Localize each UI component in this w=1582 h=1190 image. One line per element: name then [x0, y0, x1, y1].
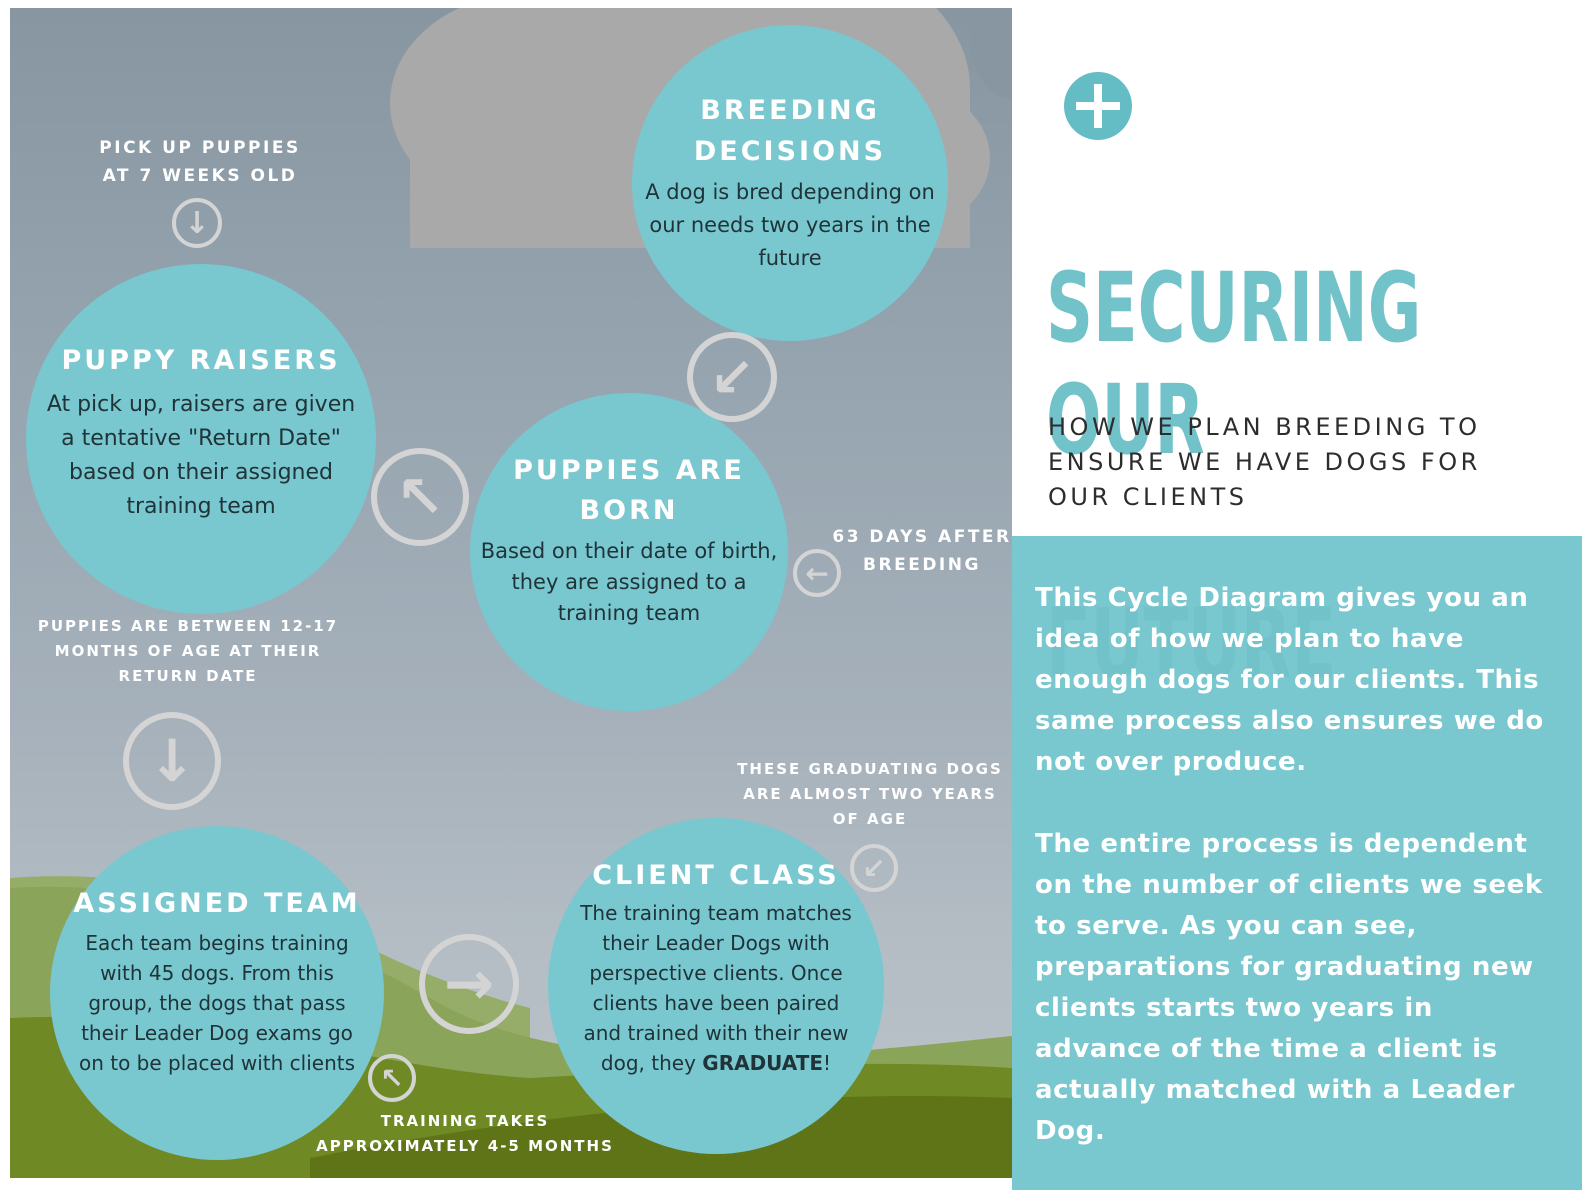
stage-title: ASSIGNED TEAM: [73, 888, 361, 919]
paragraph-line: preparations for graduating new: [1035, 952, 1534, 982]
note-graduating-age: THESE GRADUATING DOGS ARE ALMOST TWO YEA…: [722, 757, 1012, 832]
text-line: perspective clients. Once: [589, 961, 843, 985]
text-line: dog, they GRADUATE!: [548, 1048, 884, 1078]
note-line: AT 7 WEEKS OLD: [102, 166, 298, 186]
subtitle-line: ENSURE WE HAVE DOGS FOR: [1048, 448, 1481, 476]
text-line: The training team matches: [580, 901, 852, 925]
paragraph-line: on the number of clients we seek: [1035, 870, 1543, 900]
paragraph-line: same process also ensures we do: [1035, 706, 1544, 736]
stage-title-line: DECISIONS: [693, 136, 887, 167]
note-line: OF AGE: [832, 810, 908, 828]
text-line: A dog is bred depending on: [645, 180, 935, 204]
paragraph-line: actually matched with a Leader: [1035, 1075, 1515, 1105]
description-paragraph-2: The entire process is dependent on the n…: [1035, 824, 1545, 1152]
text-line: on to be placed with clients: [78, 1051, 356, 1075]
paragraph-line: clients starts two years in: [1035, 993, 1434, 1023]
stage-puppy-raisers: PUPPY RAISERS At pick up, raisers are gi…: [26, 264, 376, 614]
arrow-down-large-icon: ↓: [123, 712, 221, 810]
title-line: FUTURE: [1046, 588, 1336, 700]
text-line: and trained with their new: [583, 1021, 849, 1045]
note-pick-up: PICK UP PUPPIES AT 7 WEEKS OLD: [80, 134, 320, 190]
stage-description: A dog is bred depending on our needs two…: [632, 176, 948, 275]
arrow-down-left-small-icon: ↙: [850, 844, 898, 892]
stage-title-line: PUPPIES ARE: [513, 455, 745, 486]
text-line: future: [758, 246, 822, 270]
note-line: PICK UP PUPPIES: [99, 138, 301, 158]
note-line: BREEDING: [863, 555, 981, 575]
text-line: training team: [557, 601, 701, 625]
paragraph-line: advance of the time a client is: [1035, 1034, 1498, 1064]
text-line: group, the dogs that pass: [88, 991, 346, 1015]
paragraph-line: This Cycle Diagram gives you an: [1035, 583, 1529, 613]
text-line: based on their assigned: [69, 460, 333, 485]
stage-assigned-team: ASSIGNED TEAM Each team begins training …: [50, 826, 384, 1160]
title-line: SECURING OUR: [1046, 252, 1422, 476]
text-line: our needs two years in the: [649, 213, 931, 237]
stage-title: PUPPY RAISERS: [61, 345, 341, 376]
stage-title: CLIENT CLASS: [592, 860, 840, 891]
note-return-age: PUPPIES ARE BETWEEN 12-17 MONTHS OF AGE …: [18, 614, 358, 689]
note-line: RETURN DATE: [118, 667, 258, 685]
paragraph-line: Dog.: [1035, 1116, 1106, 1146]
paragraph-line: enough dogs for our clients. This: [1035, 665, 1540, 695]
note-line: MONTHS OF AGE AT THEIR: [54, 642, 322, 660]
stage-title-line: BORN: [579, 495, 679, 526]
stage-puppies-are-born: PUPPIES ARE BORN Based on their date of …: [470, 393, 788, 711]
note-line: 63 DAYS AFTER: [832, 527, 1012, 547]
plus-icon: [1064, 72, 1132, 140]
text-fragment: !: [823, 1051, 832, 1075]
arrow-left-icon: ↖: [371, 448, 469, 546]
page-title: SECURING OUR FUTURE: [1046, 140, 1422, 812]
text-line: At pick up, raisers are given: [46, 392, 356, 417]
subtitle-line: OUR CLIENTS: [1048, 483, 1248, 511]
subtitle-line: HOW WE PLAN BREEDING TO: [1048, 413, 1481, 441]
text-line: Based on their date of birth,: [480, 539, 778, 563]
subtitle: HOW WE PLAN BREEDING TO ENSURE WE HAVE D…: [1048, 410, 1528, 515]
arrow-down-icon: ↓: [172, 198, 222, 248]
stage-description: Based on their date of birth, they are a…: [470, 536, 788, 629]
text-fragment: dog, they: [600, 1051, 703, 1075]
paragraph-line: to serve. As you can see,: [1035, 911, 1417, 941]
text-line: a tentative "Return Date": [61, 426, 341, 451]
cycle-diagram-panel: BREEDING DECISIONS A dog is bred dependi…: [10, 8, 1012, 1178]
paragraph-line: idea of how we plan to have: [1035, 624, 1464, 654]
note-training-duration: TRAINING TAKES APPROXIMATELY 4-5 MONTHS: [300, 1109, 630, 1159]
text-line: their Leader Dogs with: [602, 931, 830, 955]
stage-title-line: BREEDING: [700, 95, 880, 126]
arrow-down-left-icon: ↙: [687, 332, 777, 422]
stage-breeding-decisions: BREEDING DECISIONS A dog is bred dependi…: [632, 25, 948, 341]
note-line: THESE GRADUATING DOGS: [737, 760, 1003, 778]
arrow-right-icon: →: [419, 934, 519, 1034]
arrow-left-small-icon: ←: [793, 549, 841, 597]
text-line: training team: [126, 494, 276, 519]
arrow-up-left-small-icon: ↖: [368, 1054, 416, 1102]
stage-description: At pick up, raisers are given a tentativ…: [26, 388, 376, 524]
note-63-days: 63 DAYS AFTER BREEDING: [822, 523, 1012, 579]
text-line: Each team begins training: [85, 931, 349, 955]
description-panel: [1012, 536, 1582, 1190]
note-line: APPROXIMATELY 4-5 MONTHS: [316, 1137, 614, 1155]
note-line: PUPPIES ARE BETWEEN 12-17: [37, 617, 339, 635]
paragraph-line: The entire process is dependent: [1035, 829, 1528, 859]
text-line: with 45 dogs. From this: [100, 961, 334, 985]
stage-description: Each team begins training with 45 dogs. …: [50, 928, 384, 1078]
text-line: they are assigned to a: [511, 570, 747, 594]
graduate-emphasis: GRADUATE: [702, 1051, 824, 1075]
note-line: ARE ALMOST TWO YEARS: [743, 785, 997, 803]
text-line: clients have been paired: [592, 991, 840, 1015]
paragraph-line: not over produce.: [1035, 747, 1307, 777]
stage-client-class: CLIENT CLASS The training team matches t…: [548, 818, 884, 1154]
text-line: their Leader Dog exams go: [81, 1021, 353, 1045]
description-paragraph-1: This Cycle Diagram gives you an idea of …: [1035, 578, 1545, 783]
stage-description: The training team matches their Leader D…: [548, 898, 884, 1078]
note-line: TRAINING TAKES: [380, 1112, 550, 1130]
